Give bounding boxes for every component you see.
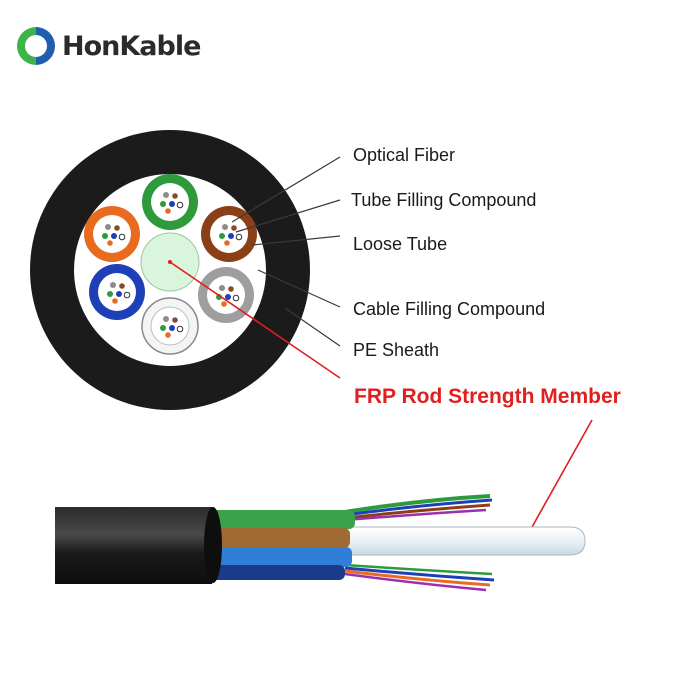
pe-sheath-side	[55, 507, 218, 584]
tube-side-green	[210, 510, 355, 529]
label-cable-filling-compound: Cable Filling Compound	[353, 299, 545, 319]
pe-sheath-cut-edge	[204, 507, 222, 583]
tube-side-brown	[210, 528, 350, 548]
label-optical-fiber: Optical Fiber	[353, 145, 455, 165]
label-pe-sheath: PE Sheath	[353, 340, 439, 360]
leader-frp-rod	[169, 261, 341, 379]
leader-tube-filling	[235, 199, 341, 233]
leader-optical-fiber	[231, 156, 341, 223]
tube-side-blue	[210, 547, 352, 567]
leader-cable-filling	[257, 269, 341, 308]
brand-name: HonKable	[62, 30, 201, 62]
label-loose-tube: Loose Tube	[353, 234, 447, 254]
loose-tube-white	[141, 297, 199, 355]
leader-pe-sheath	[284, 307, 341, 347]
frp-arrow-line	[526, 419, 593, 537]
hk-logo-icon	[17, 27, 55, 65]
label-frp-rod: FRP Rod Strength Member	[354, 385, 621, 408]
loose-tube-blue	[89, 264, 145, 320]
frp-rod-side	[339, 526, 586, 556]
stripped-cable-view	[55, 494, 586, 592]
loose-tube-orange	[84, 206, 140, 262]
loose-tube-brown	[201, 206, 257, 262]
leader-lines	[231, 156, 341, 347]
cable-cross-section	[30, 130, 310, 410]
leader-loose-tube	[251, 235, 341, 246]
loose-tube-gray	[198, 267, 254, 323]
tube-side-darkblue	[210, 565, 345, 580]
brand-logo: HonKable	[14, 24, 201, 68]
label-tube-filling-compound: Tube Filling Compound	[351, 190, 536, 210]
loose-tube-green	[142, 174, 198, 230]
